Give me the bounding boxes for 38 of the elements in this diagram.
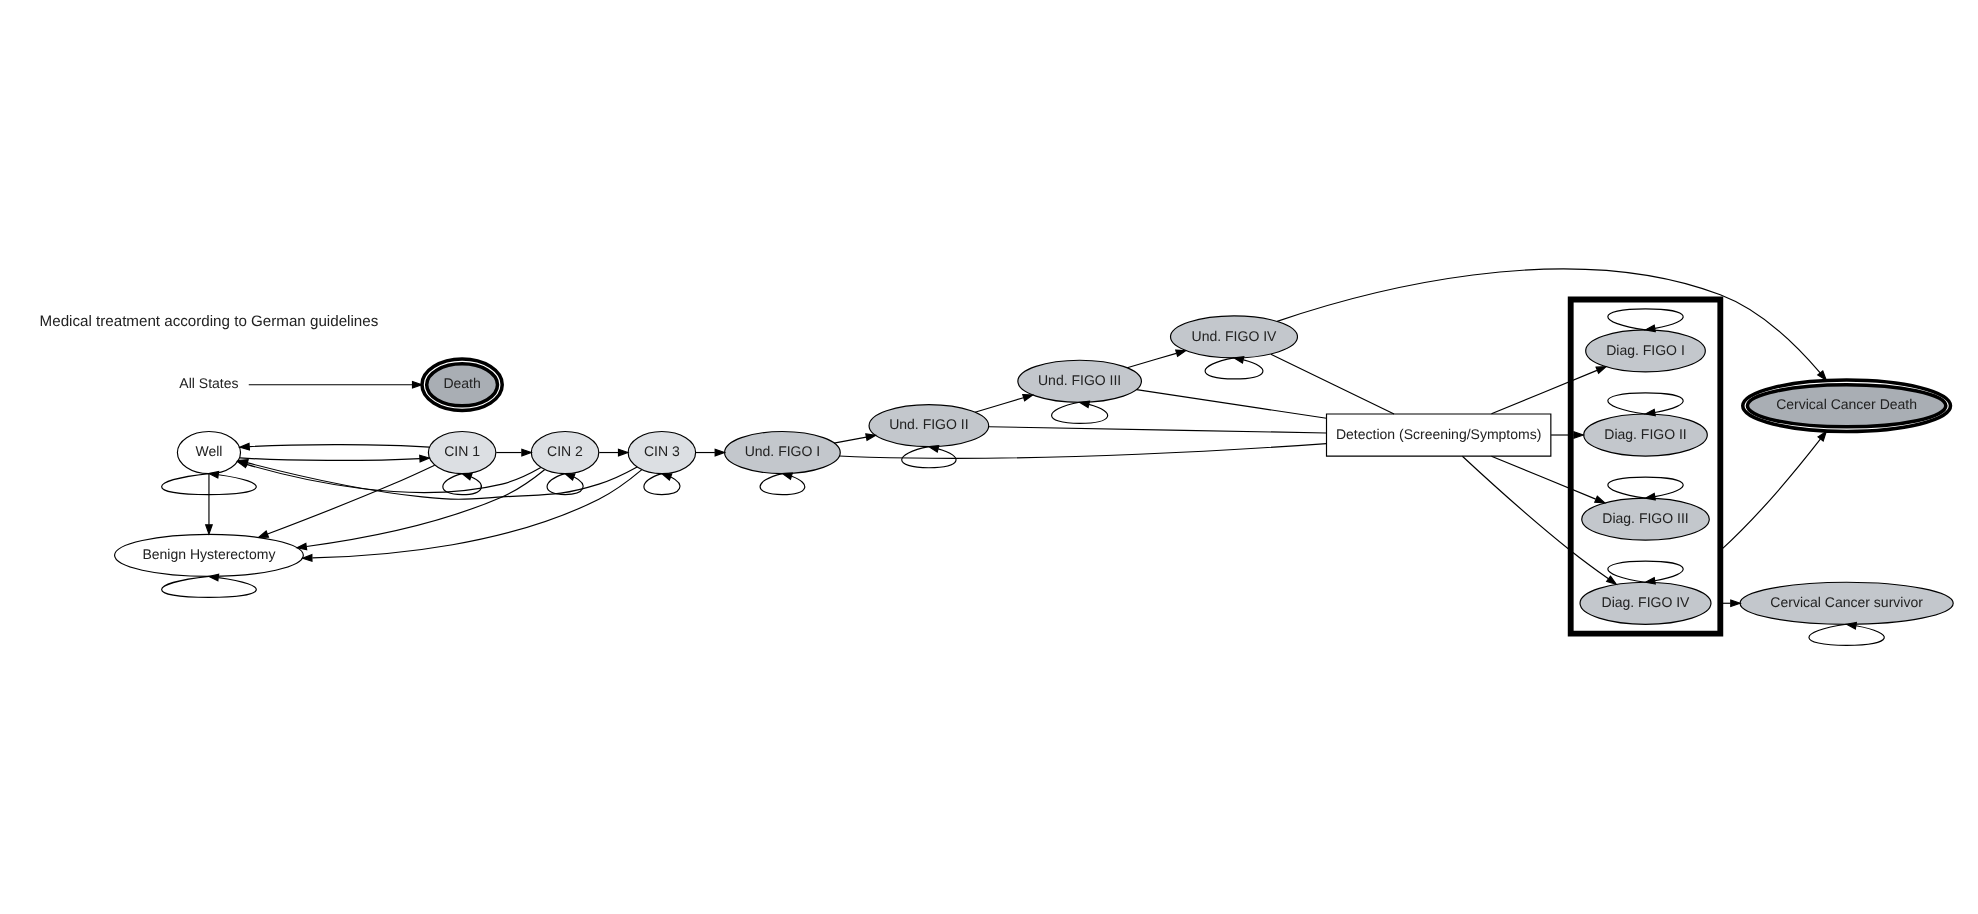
arrow: [759, 472, 806, 496]
arrow: [1607, 308, 1684, 333]
arrow: [300, 469, 643, 563]
arrow: [643, 472, 681, 496]
arrow: [248, 380, 424, 389]
arrow: [1461, 455, 1618, 586]
connector: [1135, 389, 1328, 419]
arrow: [256, 464, 436, 539]
arrow: [1607, 560, 1684, 585]
arrow: [1051, 400, 1109, 424]
arrow: [1607, 476, 1684, 501]
arrow: [1607, 392, 1684, 417]
arrow: [1126, 349, 1188, 369]
arrow: [239, 454, 431, 463]
arrow: [1719, 430, 1828, 552]
arrow: [495, 448, 533, 457]
arrow: [204, 473, 214, 536]
arrow: [1808, 621, 1885, 646]
arrow: [1550, 430, 1586, 440]
arrow: [161, 573, 257, 598]
arrow: [974, 393, 1035, 413]
arrow: [1276, 268, 1828, 382]
connector: [988, 426, 1327, 434]
arrow: [442, 473, 482, 496]
arrow: [695, 448, 727, 457]
arrow: [901, 444, 957, 469]
arrow: [1490, 455, 1607, 504]
arrow: [598, 448, 630, 457]
arrow: [238, 442, 430, 451]
connector: [1270, 353, 1395, 415]
arrow: [1204, 356, 1264, 380]
arrow: [1490, 366, 1608, 415]
cluster: [1567, 296, 1724, 637]
connector: [838, 443, 1328, 459]
arrow: [546, 472, 584, 496]
arrow: [161, 470, 257, 496]
arrow: [295, 469, 546, 551]
arrow: [833, 433, 878, 444]
